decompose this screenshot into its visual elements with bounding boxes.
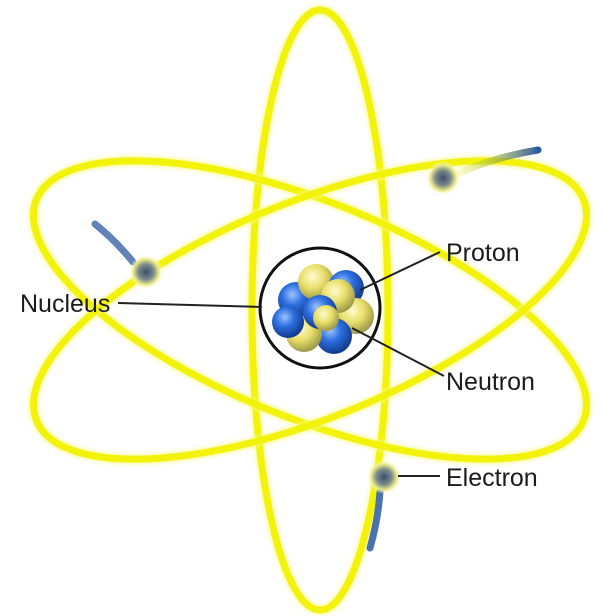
neutron-label: Neutron xyxy=(446,368,535,396)
proton-particle xyxy=(272,306,304,338)
electron-bottom xyxy=(367,460,401,494)
electron-left xyxy=(129,255,163,289)
proton-leader-line xyxy=(360,252,440,290)
electron-label: Electron xyxy=(446,464,538,492)
neutron-leader-line xyxy=(352,328,444,376)
nucleus-label: Nucleus xyxy=(20,290,110,318)
electron-trail-left xyxy=(95,224,133,262)
nucleus xyxy=(260,248,380,368)
proton-label: Proton xyxy=(446,239,520,267)
nucleus-leader-line xyxy=(118,303,262,307)
electron-top-right xyxy=(426,161,460,195)
neutron-particle xyxy=(313,305,339,331)
